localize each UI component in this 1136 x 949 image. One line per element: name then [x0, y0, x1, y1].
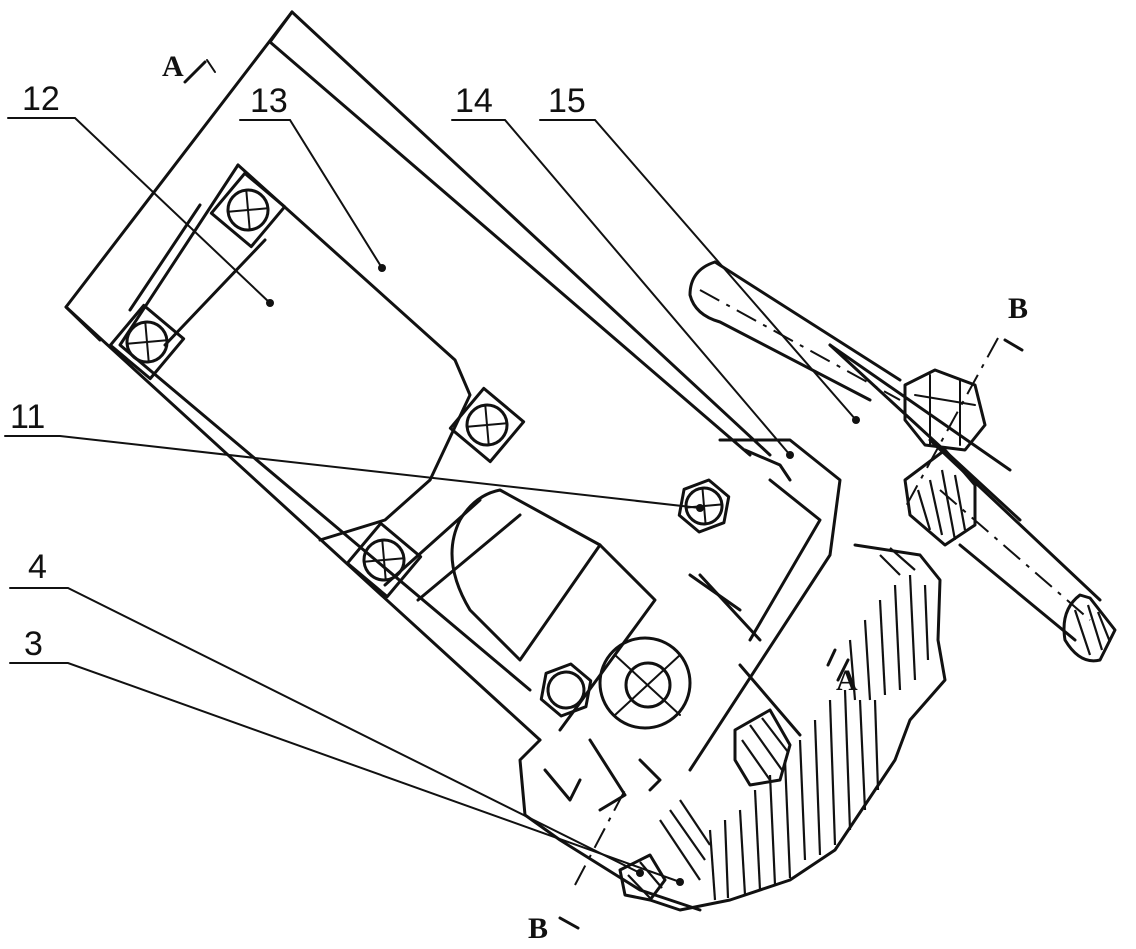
bolt-icon [450, 388, 523, 461]
section-mark-a-right: A [828, 650, 858, 697]
label-15: 15 [548, 82, 586, 120]
callout-4: 4 [10, 548, 644, 877]
shaft [930, 440, 1115, 661]
section-mark-b-bottom: B [528, 790, 625, 945]
oblong-slot [452, 490, 600, 660]
section-mark-a-top: A [162, 50, 215, 83]
section-label-b-bottom: B [528, 912, 548, 945]
bolt-icon [211, 173, 284, 246]
callout-15: 15 [540, 82, 860, 424]
label-14: 14 [455, 82, 493, 120]
pivot-icon [600, 638, 690, 728]
callout-11: 11 [5, 398, 704, 512]
section-label-b-top: B [1008, 292, 1028, 325]
section-label-a-top: A [162, 50, 184, 83]
callout-14: 14 [452, 82, 794, 459]
label-13: 13 [250, 82, 288, 120]
seal-ring [620, 710, 790, 900]
label-3: 3 [24, 625, 43, 663]
bolt-group [110, 173, 738, 724]
label-12: 12 [22, 80, 60, 118]
hatched-block [905, 450, 975, 545]
callout-3: 3 [10, 625, 684, 886]
main-frame [66, 12, 770, 740]
label-4: 4 [28, 548, 47, 586]
label-11: 11 [10, 398, 45, 436]
section-label-a-right: A [836, 664, 858, 697]
